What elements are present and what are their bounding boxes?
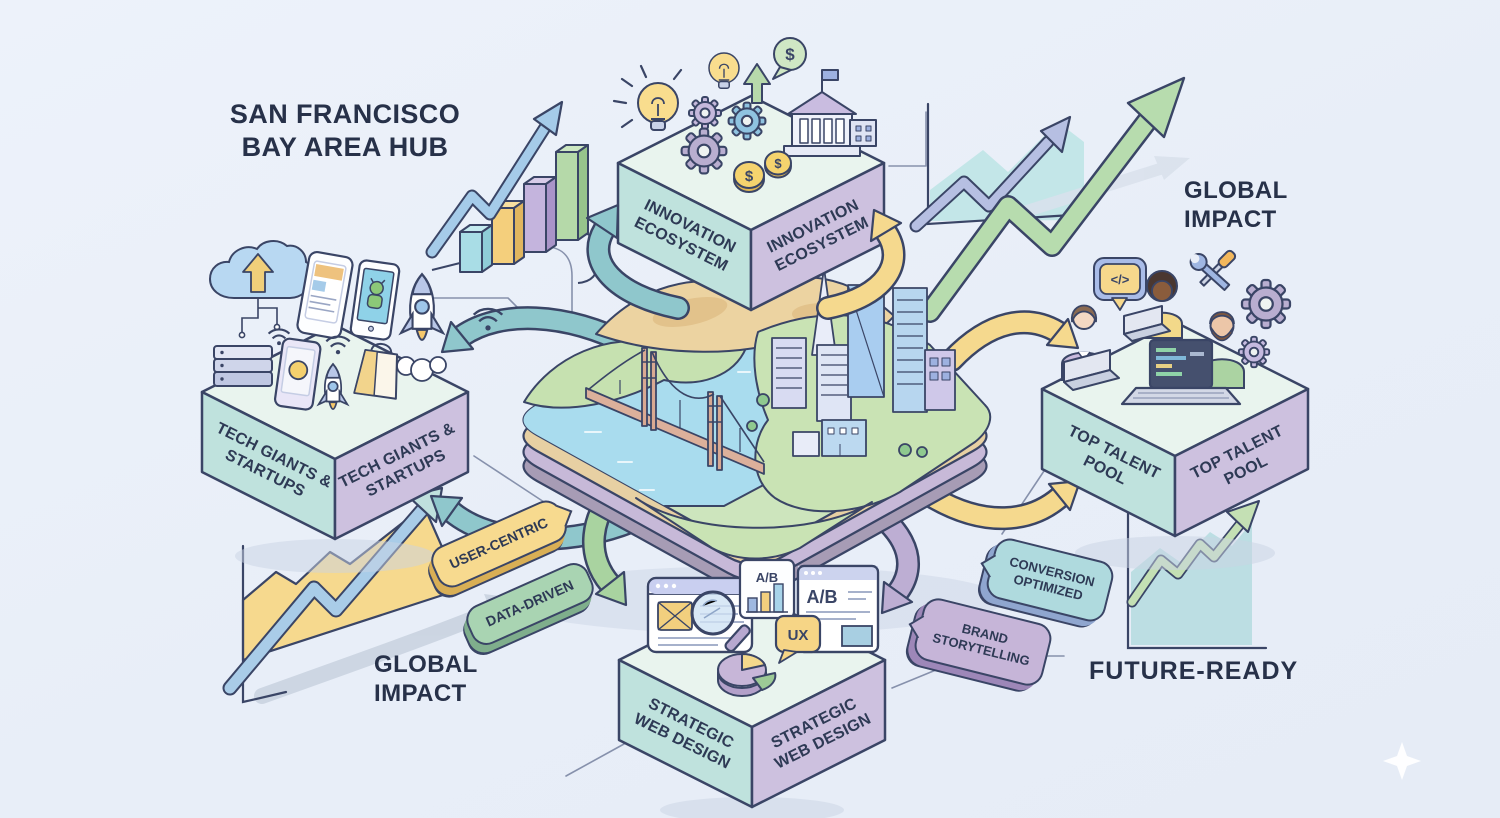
global-impact-bottom-label: GLOBAL IMPACT [374,651,478,708]
growth-chart-top-right [909,76,1190,323]
tech-icons [208,240,504,411]
android-icon [366,277,386,310]
rocket-icon [396,273,447,382]
ab-test-glyph: A/B [756,570,778,585]
bank-icon [783,69,877,157]
laptop-icon [1123,305,1171,342]
main-title: SAN FRANCISCO BAY AREA HUB [226,98,464,164]
laptop-icon [1063,349,1120,391]
global-impact-top-label: GLOBAL IMPACT [1184,177,1288,234]
server-icon [213,345,273,387]
laptop-icon [1120,338,1242,406]
dollar-glyph: $ [745,168,754,185]
future-ready-label: FUTURE-READY [1089,657,1299,685]
smartphone-icon [296,250,354,340]
lightbulb-icon [612,64,683,131]
ux-glyph: UX [788,627,809,644]
ab-test-card-icon [738,558,796,620]
flow-arrows-front [585,203,906,320]
sparkle-icon [1383,742,1421,780]
gear-icon [1237,335,1271,369]
code-glyph: </> [1111,272,1130,287]
dollar-bubble-icon [772,37,807,80]
gear-icon [680,127,728,175]
smartphone-icon [273,337,322,411]
main-title-line1: SAN FRANCISCO [229,99,461,129]
gear-icon [1240,278,1292,330]
lightbulb-icon [708,52,740,89]
pie-chart-icon [717,652,777,697]
bay-area-map [522,256,992,596]
web-icons: A/B A/B UX [646,558,880,697]
up-arrow-icon [743,63,771,104]
code-bubble-icon [1093,257,1147,311]
talent-icons: </> [1061,249,1292,406]
golden-gate-bridge-icon [585,347,765,475]
dollar-glyph: $ [785,45,795,64]
ux-bubble-icon [774,614,822,664]
gear-icon [727,101,767,141]
dollar-coin-icon [733,150,792,193]
magnifier-icon [690,590,751,653]
innovation-icons: $ $ $ [612,37,877,193]
tools-icon [1189,249,1237,291]
growth-arrow-top-left [425,100,564,259]
main-title-line2: BAY AREA HUB [241,131,449,162]
shopping-bag-icon [353,343,399,400]
ab-test-glyph: A/B [807,587,838,607]
gear-icon [688,96,722,130]
cloud-upload-icon [208,240,315,339]
bar-chart-icon [431,144,599,284]
smartphone-icon [349,259,401,341]
dollar-glyph: $ [774,156,782,171]
